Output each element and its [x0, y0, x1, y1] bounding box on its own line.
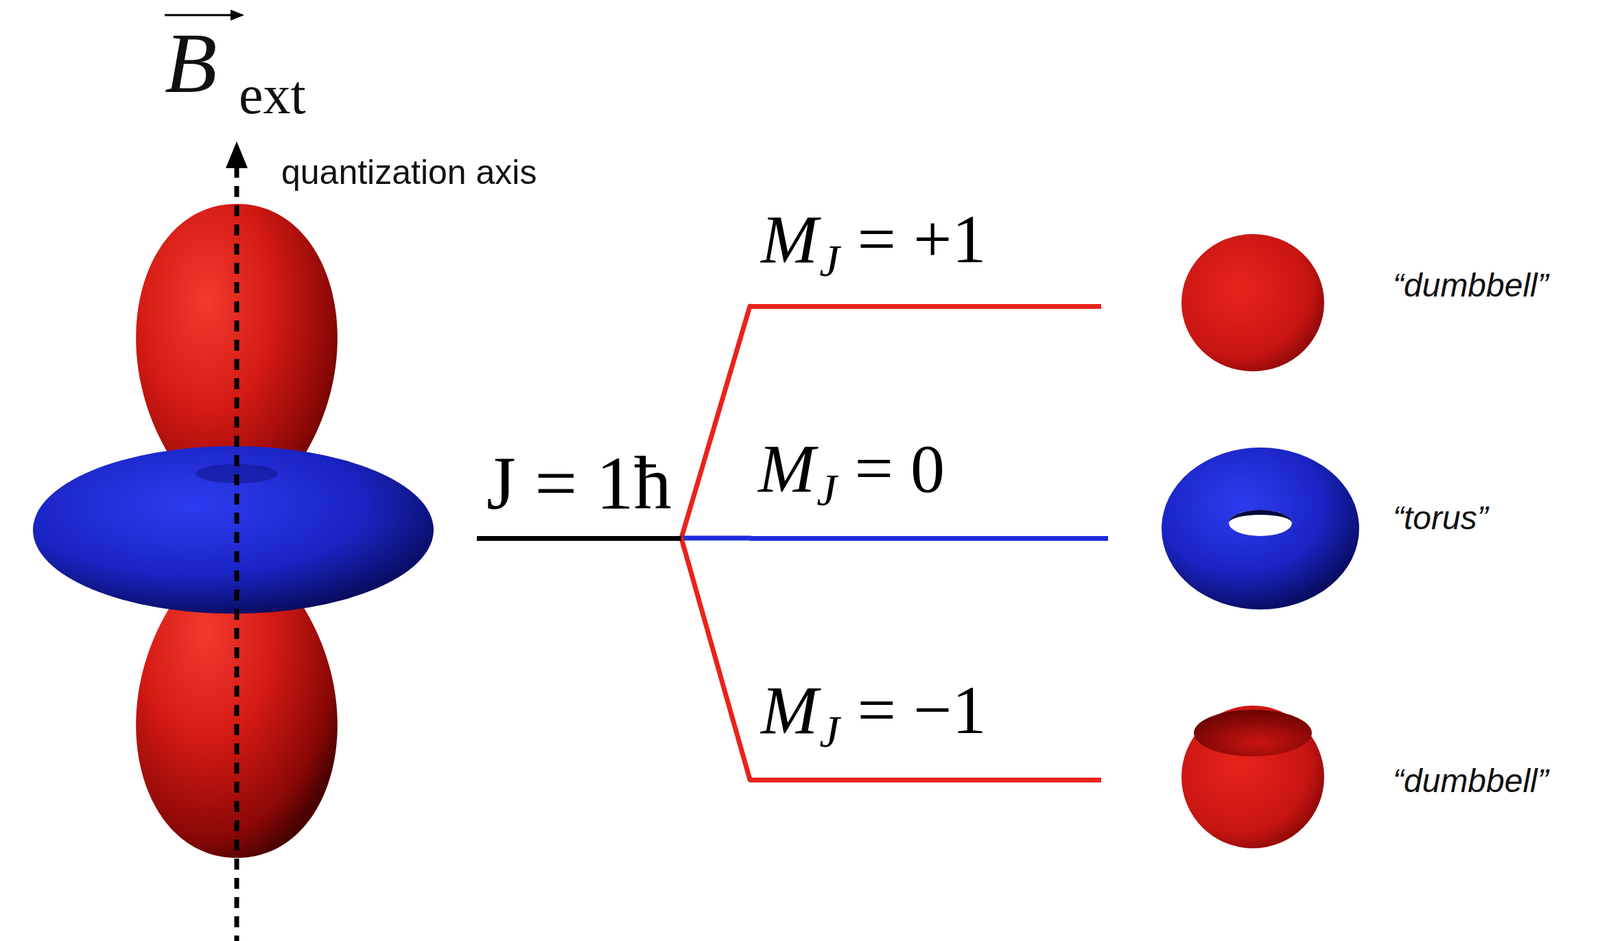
- axis-arrowhead: [225, 141, 248, 169]
- torus-icon-hole-shade: [1228, 509, 1292, 523]
- level-label: = 0: [854, 430, 945, 507]
- torus-icon: [1161, 447, 1360, 610]
- level-label: M: [758, 430, 816, 507]
- level-label: J: [819, 235, 840, 286]
- quantization-axis-line: [234, 166, 240, 941]
- dumbbell-icon: [1181, 233, 1325, 372]
- vector-arrowhead: [230, 9, 245, 21]
- shape-name: “dumbbell”: [1392, 764, 1549, 798]
- vector-arrow: [164, 14, 234, 17]
- energy-level: MJ= −1: [749, 675, 1102, 783]
- vector-subscript: ext: [238, 67, 307, 123]
- energy-level: J = 1ħ: [476, 445, 682, 541]
- shape-name: “torus”: [1392, 501, 1489, 535]
- torus-shape: [32, 445, 434, 614]
- level-label: = −1: [857, 671, 987, 748]
- splitting-line: [681, 306, 750, 538]
- vector-symbol: B: [164, 20, 217, 107]
- level-label: J: [816, 464, 837, 515]
- level-label: J = 1ħ: [486, 441, 672, 525]
- splitting-line: [681, 537, 750, 780]
- energy-level: MJ= +1: [749, 205, 1102, 309]
- splitting-line: [681, 535, 750, 541]
- dumbbell-icon-cup: [1193, 709, 1312, 757]
- energy-level: MJ= 0: [749, 434, 1109, 541]
- axis-label: quantization axis: [281, 155, 537, 190]
- level-label: J: [819, 706, 840, 757]
- torus-icon-hole: [1228, 509, 1292, 536]
- dumbbell-icon: [1181, 705, 1325, 849]
- level-label: M: [760, 201, 818, 278]
- level-label: = +1: [857, 201, 987, 278]
- level-label: M: [760, 671, 818, 748]
- shape-name: “dumbbell”: [1392, 268, 1549, 302]
